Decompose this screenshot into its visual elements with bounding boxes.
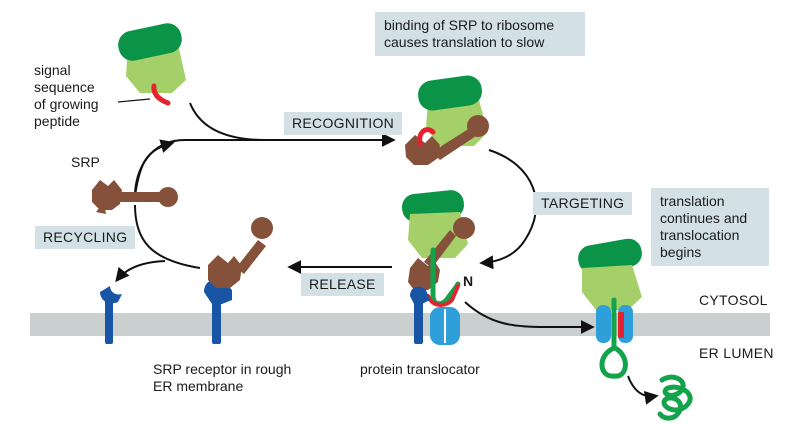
translocating-peptide: [599, 297, 628, 379]
srp-bound: [405, 115, 489, 165]
ribosome-translocating: [578, 238, 642, 310]
folding-arrow: [627, 375, 659, 405]
recycling-step-label: RECYCLING: [35, 226, 136, 249]
ribosome-small-subunit: [582, 265, 642, 310]
signal-sequence-label: signal sequence of growing peptide: [34, 62, 99, 129]
ribosome-free: [117, 23, 186, 106]
signal-pointer: [117, 98, 151, 103]
translocation-arrow: [464, 301, 595, 334]
er-lumen-label: ER LUMEN: [699, 345, 774, 361]
ribosome-large-subunit: [418, 75, 482, 111]
ribosome-srp-complex: [405, 75, 489, 165]
recognition-arrow-srp: [134, 139, 265, 197]
protein-translocator-open: [596, 297, 633, 379]
targeting-arrow: [479, 149, 538, 270]
targeting-step-label: TARGETING: [533, 192, 633, 215]
signal-sequence: [417, 127, 436, 147]
srp-receptor-label: SRP receptor in rough ER membrane: [153, 361, 292, 394]
translation-continues-note: translation continues and translocation …: [651, 188, 769, 266]
recycling-return-arrow: [115, 260, 166, 283]
protein-translocator-closed: [430, 307, 460, 345]
cytosol-label: CYTOSOL: [699, 292, 768, 308]
srp-receptor-docked: [410, 286, 430, 344]
ribosome-small-subunit: [408, 212, 468, 258]
signal-sequence: [426, 284, 460, 307]
srp-released: [208, 217, 273, 288]
folded-protein: [657, 374, 693, 421]
n-terminus-label: N: [463, 273, 474, 289]
ribosome-large-subunit: [578, 238, 642, 274]
er-membrane: [30, 313, 770, 336]
srp-label: SRP: [71, 154, 100, 170]
srp-entry-arrow: [134, 139, 175, 197]
ribosome-large-subunit: [118, 23, 182, 61]
protein-translocator-label: protein translocator: [360, 361, 480, 377]
srp-receptor: [204, 217, 273, 344]
release-step-label: RELEASE: [301, 273, 384, 296]
recycling-arrow: [134, 204, 201, 269]
srp-receptor-free: [100, 286, 122, 344]
srp-free: [92, 180, 178, 214]
recognition-step-label: RECOGNITION: [284, 112, 403, 135]
signal-sequence: [151, 83, 171, 106]
translation-slows-note: binding of SRP to ribosome causes transl…: [375, 12, 585, 56]
ribosome-docked: [401, 190, 475, 307]
